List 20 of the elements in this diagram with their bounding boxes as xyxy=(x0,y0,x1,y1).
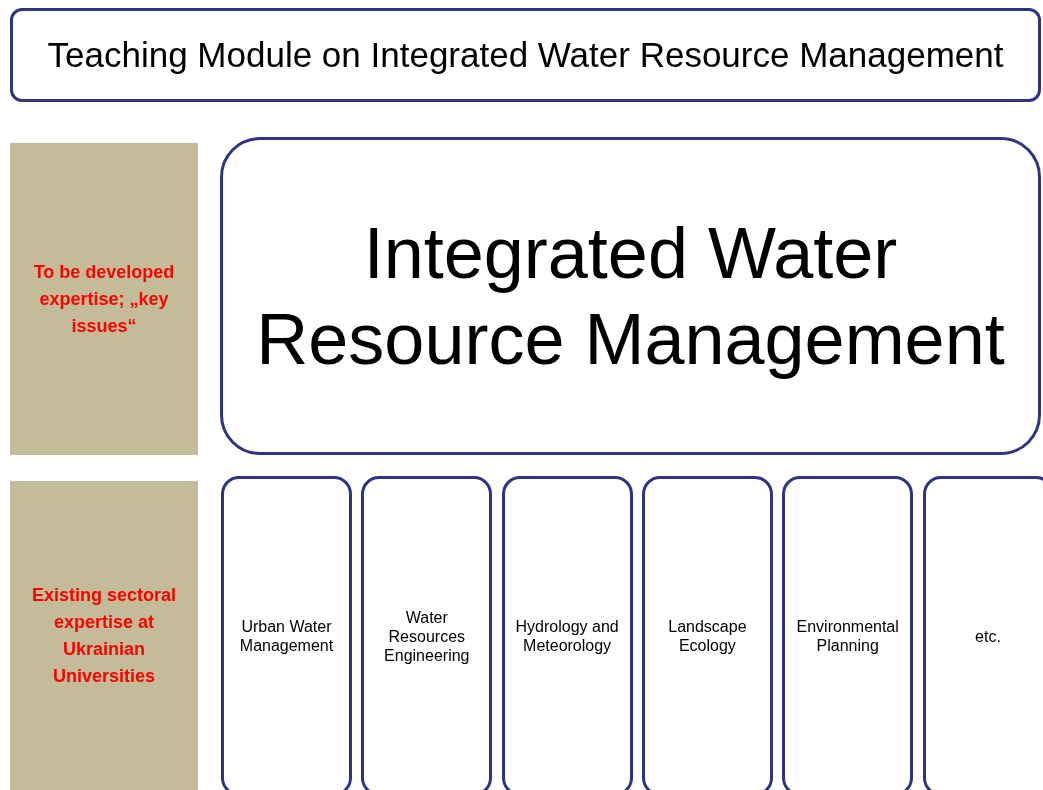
discipline-box xyxy=(221,476,352,790)
main-topic-text: Integrated Water Resource Management xyxy=(255,212,1006,381)
discipline-text: etc. xyxy=(974,626,1002,646)
discipline-text: Landscape Ecology xyxy=(667,617,748,655)
discipline-text: Hydrology and Meteorology xyxy=(514,617,620,655)
discipline-box xyxy=(641,476,773,790)
discipline-text: Environmental Planning xyxy=(795,617,900,655)
row-label-band xyxy=(10,481,198,790)
discipline-box xyxy=(782,476,914,790)
main-topic-box xyxy=(220,137,1041,455)
discipline-box xyxy=(361,476,493,790)
discipline-box xyxy=(501,476,633,790)
row-label: Existing sectoral expertise at Ukrainian Universities xyxy=(30,583,178,688)
title-box xyxy=(10,8,1041,102)
row-label: To be developed expertise; „key issues“ xyxy=(32,260,176,338)
title-text: Teaching Module on Integrated Water Resource Management xyxy=(47,33,1004,76)
discipline-box xyxy=(922,476,1043,790)
row-label-band xyxy=(10,143,198,455)
discipline-text: Urban Water Management xyxy=(238,617,335,655)
discipline-text: Water Resources Engineering xyxy=(383,607,471,665)
